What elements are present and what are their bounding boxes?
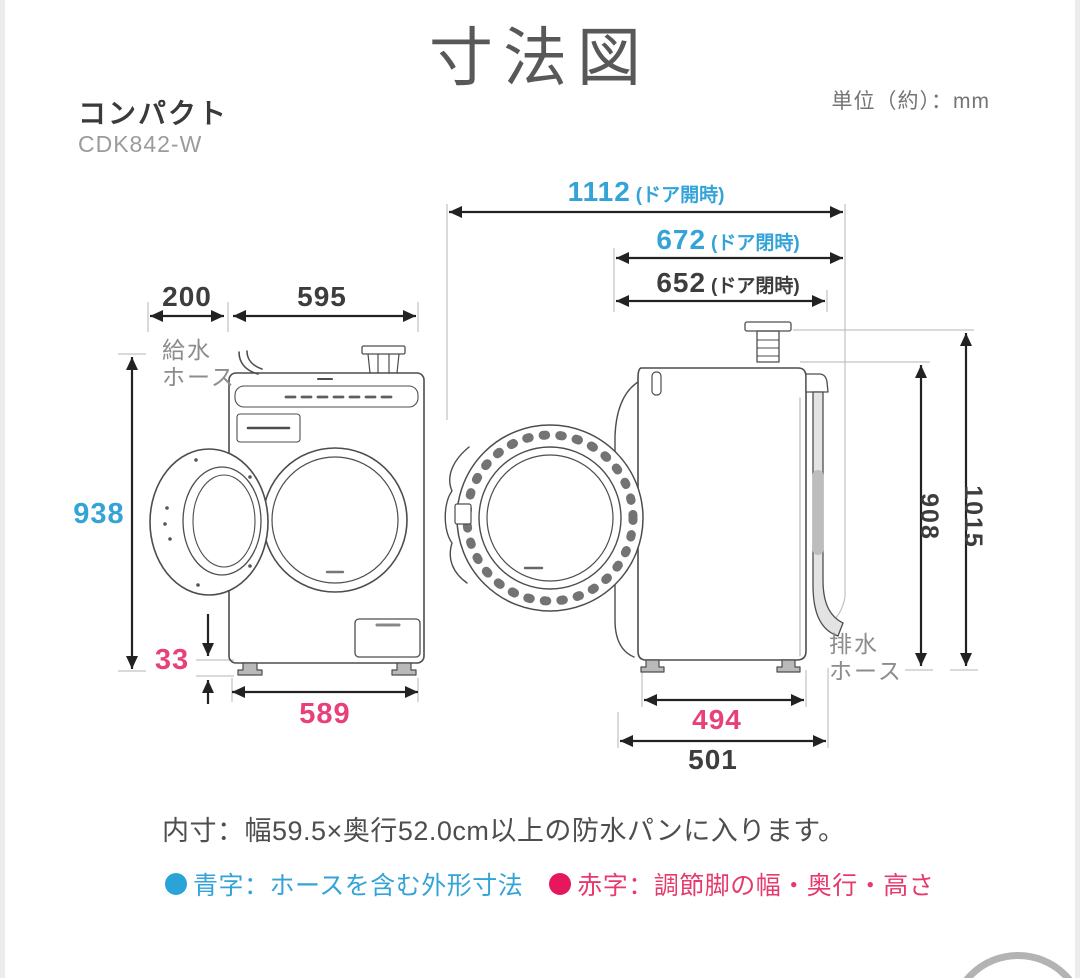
red-dot-icon bbox=[549, 873, 572, 895]
dim-depth-door-open-note: (ドア開時) bbox=[635, 185, 725, 206]
supply-hose-label: 給水 ホース bbox=[162, 337, 236, 391]
dim-depth-with-hose-note: (ドア閉時) bbox=[711, 233, 800, 254]
dim-depth-door-closed: 652 bbox=[656, 267, 707, 298]
drain-hose-label: 排水 ホース bbox=[829, 631, 903, 685]
witness-lines bbox=[118, 204, 978, 748]
dim-depth-door-open: 1112 bbox=[567, 176, 631, 207]
page-title: 寸法図 bbox=[429, 22, 651, 94]
left-edge-strip bbox=[0, 0, 5, 978]
dim-total-height-rear: 1015 bbox=[959, 485, 987, 549]
model-number: CDK842-W bbox=[78, 131, 203, 157]
dim-foot-depth: 494 bbox=[692, 704, 742, 735]
dim-depth-door-closed-note: (ドア閉時) bbox=[711, 276, 800, 297]
dimension-arrows bbox=[126, 206, 972, 747]
dim-body-height: 908 bbox=[915, 493, 943, 541]
legend-blue: 青字：ホースを含む外形寸法 bbox=[165, 866, 523, 902]
unit-note: 単位（約）：mm bbox=[831, 90, 990, 113]
color-legend: 青字：ホースを含む外形寸法 赤字：調節脚の幅・奥行・高さ bbox=[165, 866, 934, 902]
door-hinge-dots bbox=[163, 458, 252, 587]
dim-foot-width: 589 bbox=[299, 698, 351, 730]
side-view-machine bbox=[614, 321, 844, 673]
dim-body-depth: 501 bbox=[688, 744, 738, 775]
dim-hose-clearance-width: 200 bbox=[162, 281, 212, 312]
dim-body-width: 595 bbox=[297, 281, 347, 312]
right-edge-strip bbox=[1075, 0, 1080, 978]
dim-foot-height: 33 bbox=[154, 644, 190, 676]
front-view-machine bbox=[149, 345, 425, 676]
blue-dot-icon bbox=[165, 873, 187, 895]
open-door-face bbox=[444, 424, 644, 612]
legend-red: 赤字：調節脚の幅・奥行・高さ bbox=[549, 866, 934, 902]
dim-depth-with-hose: 672 bbox=[656, 224, 707, 255]
dim-total-height: 938 bbox=[73, 498, 125, 530]
product-name: コンパクト bbox=[78, 98, 229, 129]
inner-dimension-note: 内寸：幅59.5×奥行52.0cm以上の防水パンに入ります。 bbox=[162, 816, 846, 846]
